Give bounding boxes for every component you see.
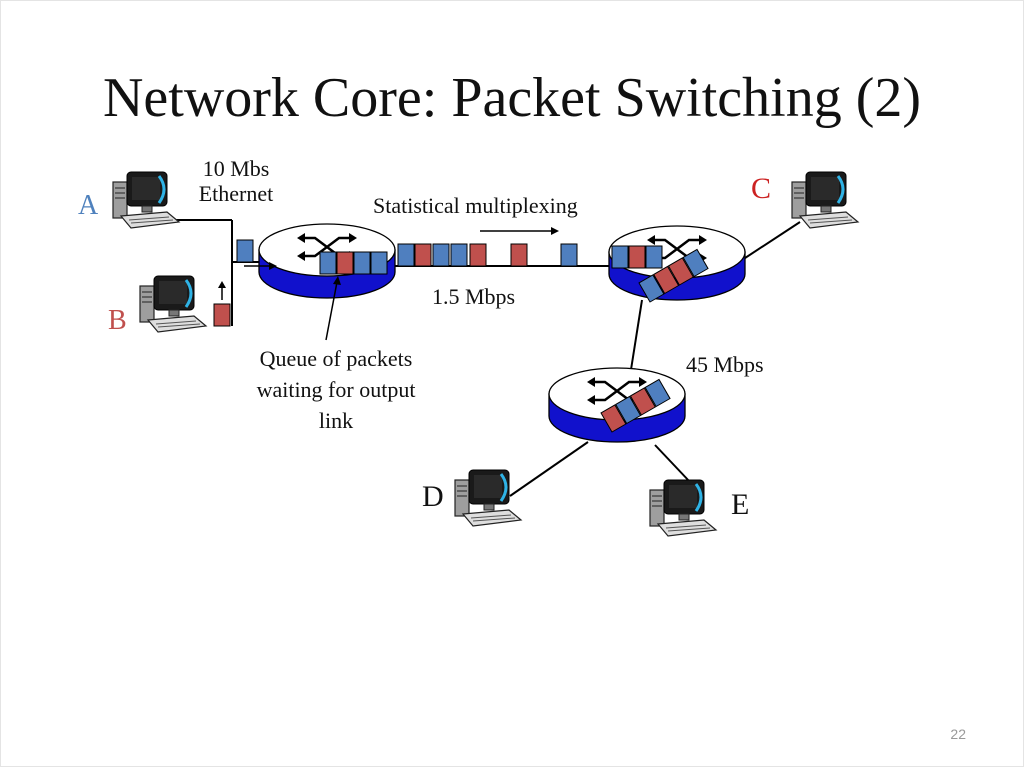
queue-label-line3: link (318, 408, 354, 433)
host-D-computer-icon (453, 468, 523, 528)
queue-label-line2: waiting for output (256, 377, 416, 402)
host-C-label: C (751, 172, 772, 205)
ethernet-label-line2: Ethernet (198, 181, 274, 207)
link-1-5-label: 1.5 Mbps (432, 284, 516, 309)
link-C (741, 221, 801, 261)
queue-bottom-router (600, 378, 671, 433)
queue-left-router (319, 251, 388, 275)
slide-title: Network Core: Packet Switching (2) (102, 67, 922, 129)
ethernet-label: 10 Mbs Ethernet (186, 156, 286, 207)
host-E-label: E (731, 488, 750, 521)
host-C-computer-icon (790, 170, 860, 230)
link-45-label: 45 Mbps (686, 352, 764, 377)
page-number: 22 (950, 726, 966, 742)
queue-label: Queue of packets waiting for output link (236, 343, 436, 436)
ethernet-label-line1: 10 Mbs (202, 156, 270, 181)
host-A-label: A (78, 190, 99, 221)
link-E (654, 444, 691, 483)
host-D-label: D (422, 480, 444, 513)
packets-on-link (397, 243, 578, 267)
packet-blue-ethernet (236, 239, 254, 263)
queue-pointer-arrow (325, 281, 338, 341)
link-D (509, 441, 589, 497)
host-B-label: B (108, 305, 127, 336)
queue-right-router (611, 245, 709, 303)
host-A-computer-icon (111, 170, 181, 230)
links (175, 219, 801, 497)
link-45-mbps (629, 299, 643, 377)
queue-label-line1: Queue of packets (259, 346, 413, 371)
host-B-computer-icon (138, 274, 208, 334)
packet-red-from-B (213, 303, 231, 327)
host-E-computer-icon (648, 478, 718, 538)
stat-mux-label: Statistical multiplexing (373, 193, 578, 218)
